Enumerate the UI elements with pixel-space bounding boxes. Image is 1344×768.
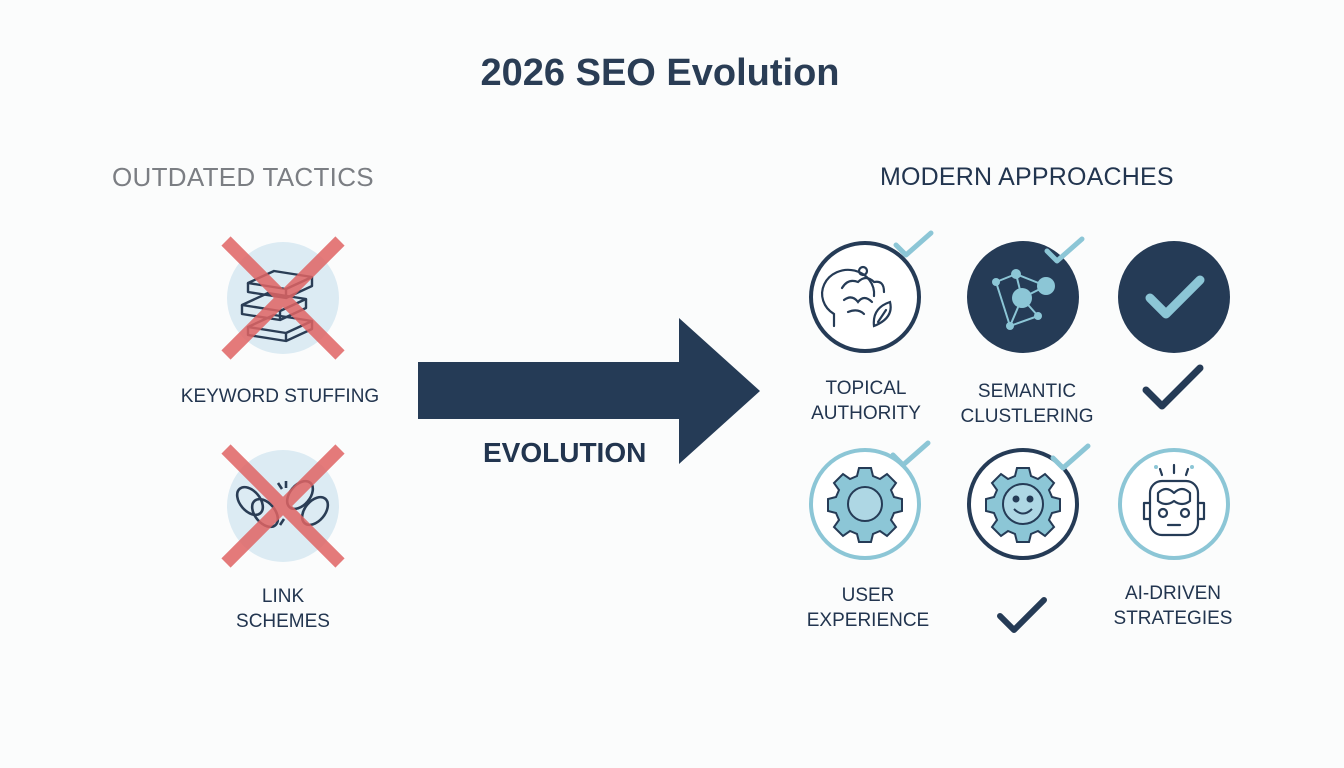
checkmark-icon bbox=[997, 597, 1047, 633]
robot-brain-icon bbox=[1118, 448, 1230, 560]
checkmark-icon bbox=[1044, 236, 1085, 264]
page-title: 2026 SEO Evolution bbox=[480, 52, 840, 94]
checkmark-icon bbox=[1142, 364, 1204, 410]
checkmark-icon bbox=[893, 230, 934, 258]
keyword-stuffing-label: KEYWORD STUFFING bbox=[180, 386, 380, 407]
brain-leaf-icon bbox=[809, 241, 921, 353]
link-schemes-label: LINK SCHEMES bbox=[236, 586, 330, 632]
modern-heading: MODERN APPROACHES bbox=[880, 163, 1174, 191]
checkmark-icon bbox=[890, 440, 931, 468]
cross-icon bbox=[221, 444, 345, 568]
ai-driven-label: AI-DRIVEN STRATEGIES bbox=[1113, 583, 1233, 629]
topical-authority-label: TOPICAL AUTHORITY bbox=[811, 378, 921, 424]
user-experience-label: USER EXPERIENCE bbox=[806, 585, 930, 631]
smiley-gear-icon bbox=[967, 448, 1079, 560]
semantic-clustering-label: SEMANTIC CLUSTLERING bbox=[960, 381, 1094, 427]
checkmark-icon bbox=[1118, 241, 1230, 353]
checkmark-icon bbox=[1050, 443, 1091, 471]
cross-icon bbox=[221, 236, 345, 360]
gear-icon bbox=[809, 448, 921, 560]
network-nodes-icon bbox=[967, 241, 1079, 353]
evolution-arrow bbox=[418, 318, 760, 464]
outdated-heading: OUTDATED TACTICS bbox=[112, 162, 374, 192]
evolution-label: EVOLUTION bbox=[483, 437, 647, 468]
